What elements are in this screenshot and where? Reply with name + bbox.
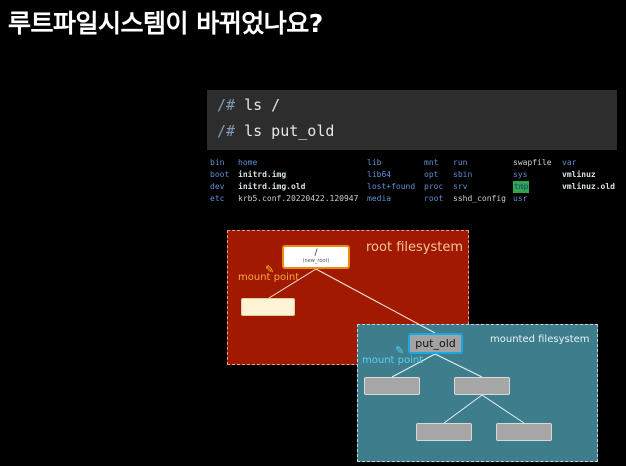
ls-entry: vmlinuz.old: [562, 182, 615, 191]
terminal-prompt: /#: [217, 96, 236, 114]
slide-title: 루트파일시스템이 바뀌었나요?: [8, 9, 323, 38]
put-old-node: put_old: [408, 333, 463, 354]
edge-root-putold: [315, 268, 436, 334]
tree-node: [364, 377, 420, 395]
ls-entry: tmp: [513, 181, 530, 193]
ls-entry: initrd.img.old: [238, 182, 306, 191]
terminal-command-1: /# ls /: [217, 96, 280, 114]
ls-entry: var: [562, 158, 577, 167]
ls-entry: boot: [210, 170, 230, 179]
pencil-icon: ✎: [395, 344, 405, 357]
root-filesystem-label: root filesystem: [366, 240, 463, 255]
ls-entry: sshd_config: [453, 194, 506, 203]
ls-entry: vmlinuz: [562, 170, 596, 179]
mount-point-label: mount point: [362, 355, 424, 366]
terminal-command-text: ls put_old: [235, 122, 335, 140]
mount-point-node: [241, 298, 295, 316]
ls-entry: swapfile: [513, 158, 552, 167]
pencil-icon: ✎: [265, 263, 275, 276]
ls-entry: initrd.img: [238, 170, 287, 179]
ls-entry: proc: [424, 182, 444, 191]
ls-output: bin home lib mnt run swapfile var boot initrd.im…: [207, 157, 623, 205]
ls-entry: lost+found: [367, 182, 416, 191]
ls-entry: media: [367, 194, 392, 203]
edge-putold-right: [434, 353, 483, 378]
root-node: / (new_root): [282, 245, 350, 269]
ls-entry: krb5.conf.20220422.120947: [238, 194, 359, 203]
terminal-command-2: /# ls put_old: [217, 122, 334, 140]
ls-entry: sbin: [453, 170, 473, 179]
ls-entry: mnt: [424, 158, 439, 167]
edge-child-left: [443, 394, 483, 424]
edge-child-right: [481, 394, 525, 424]
root-node-sublabel: (new_root): [302, 258, 330, 264]
ls-entry: root: [424, 194, 444, 203]
edge-putold-left: [391, 353, 436, 378]
ls-entry: opt: [424, 170, 439, 179]
ls-entry: bin: [210, 158, 225, 167]
terminal-command-box: /# ls / /# ls put_old: [207, 90, 617, 150]
ls-output-row: boot initrd.img lib64 opt sbin sys vmlinuz: [207, 169, 623, 181]
mount-point-label: mount point: [238, 272, 300, 283]
tree-node: [454, 377, 510, 395]
ls-entry: usr: [513, 194, 528, 203]
terminal-prompt: /#: [217, 122, 236, 140]
ls-entry: lib64: [367, 170, 392, 179]
ls-entry: home: [238, 158, 258, 167]
ls-output-row: bin home lib mnt run swapfile var: [207, 157, 623, 169]
root-node-label: /: [314, 248, 318, 258]
ls-entry: srv: [453, 182, 468, 191]
ls-entry: run: [453, 158, 468, 167]
terminal-command-text: ls /: [235, 96, 281, 114]
mounted-filesystem-label: mounted filesystem: [490, 334, 590, 345]
edge-root-mountpoint: [268, 268, 317, 299]
tree-node: [416, 423, 472, 441]
ls-entry: sys: [513, 170, 528, 179]
tree-node: [496, 423, 552, 441]
ls-entry: dev: [210, 182, 225, 191]
ls-entry: etc: [210, 194, 225, 203]
ls-entry: lib: [367, 158, 382, 167]
